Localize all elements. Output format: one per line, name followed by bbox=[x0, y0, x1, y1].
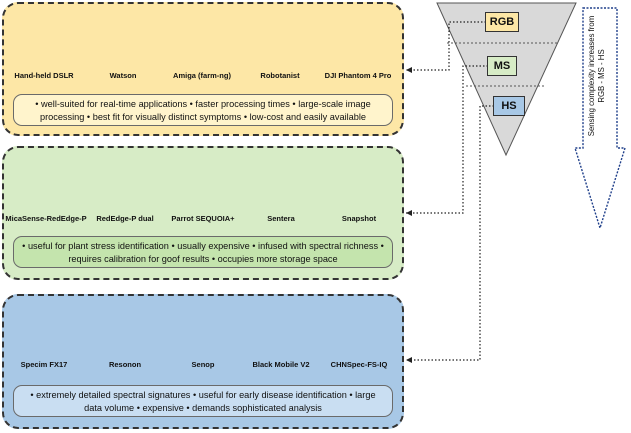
pyramid-level-rgb: RGB bbox=[485, 12, 519, 32]
complexity-arrow-text: Sensing complexity increases from RGB - … bbox=[587, 15, 606, 137]
ms-description: • useful for plant stress identification… bbox=[13, 236, 393, 268]
camera-label-dji-phantom: DJI Phantom 4 Pro bbox=[324, 71, 392, 80]
camera-label-black-mobile: Black Mobile V2 bbox=[252, 360, 310, 369]
camera-label-snapshot: Snapshot bbox=[341, 214, 377, 223]
ms-panel: MicaSense-RedEdge-P RedEdge-P dual Parro… bbox=[2, 146, 404, 280]
camera-label-watson: Watson bbox=[109, 71, 137, 80]
arrowhead-rgb bbox=[406, 67, 412, 73]
rgb-description: • well-suited for real-time applications… bbox=[13, 94, 393, 126]
connector-hs bbox=[406, 105, 494, 361]
camera-label-specim: Specim FX17 bbox=[20, 360, 68, 369]
hs-panel: Specim FX17 Resonon Senop Black Mobile V… bbox=[2, 294, 404, 429]
complexity-arrow bbox=[574, 7, 626, 231]
camera-label-rededge-dual: RedEdge-P dual bbox=[96, 214, 154, 223]
connector-rgb bbox=[406, 21, 486, 71]
pyramid-level-ms: MS bbox=[487, 56, 517, 76]
hs-description: • extremely detailed spectral signatures… bbox=[13, 385, 393, 417]
pyramid-level-hs: HS bbox=[493, 96, 525, 116]
connector-ms bbox=[406, 65, 488, 214]
camera-label-hand-held-dslr: Hand-held DSLR bbox=[14, 71, 74, 80]
arrowhead-ms bbox=[406, 210, 412, 216]
camera-label-senop: Senop bbox=[191, 360, 215, 369]
camera-label-amiga: Amiga (farm-ng) bbox=[173, 71, 231, 80]
camera-label-parrot-sequoia: Parrot SEQUOIA+ bbox=[171, 214, 235, 223]
camera-label-robotanist: Robotanist bbox=[260, 71, 300, 80]
rgb-panel: Hand-held DSLR Watson Amiga (farm-ng) Ro… bbox=[2, 2, 404, 136]
pyramid-shape bbox=[436, 2, 577, 157]
arrowhead-hs bbox=[406, 357, 412, 363]
camera-label-chnspec: CHNSpec-FS-IQ bbox=[330, 360, 388, 369]
camera-label-micasense: MicaSense-RedEdge-P bbox=[5, 214, 87, 223]
camera-label-resonon: Resonon bbox=[108, 360, 142, 369]
camera-label-sentera: Sentera bbox=[267, 214, 295, 223]
